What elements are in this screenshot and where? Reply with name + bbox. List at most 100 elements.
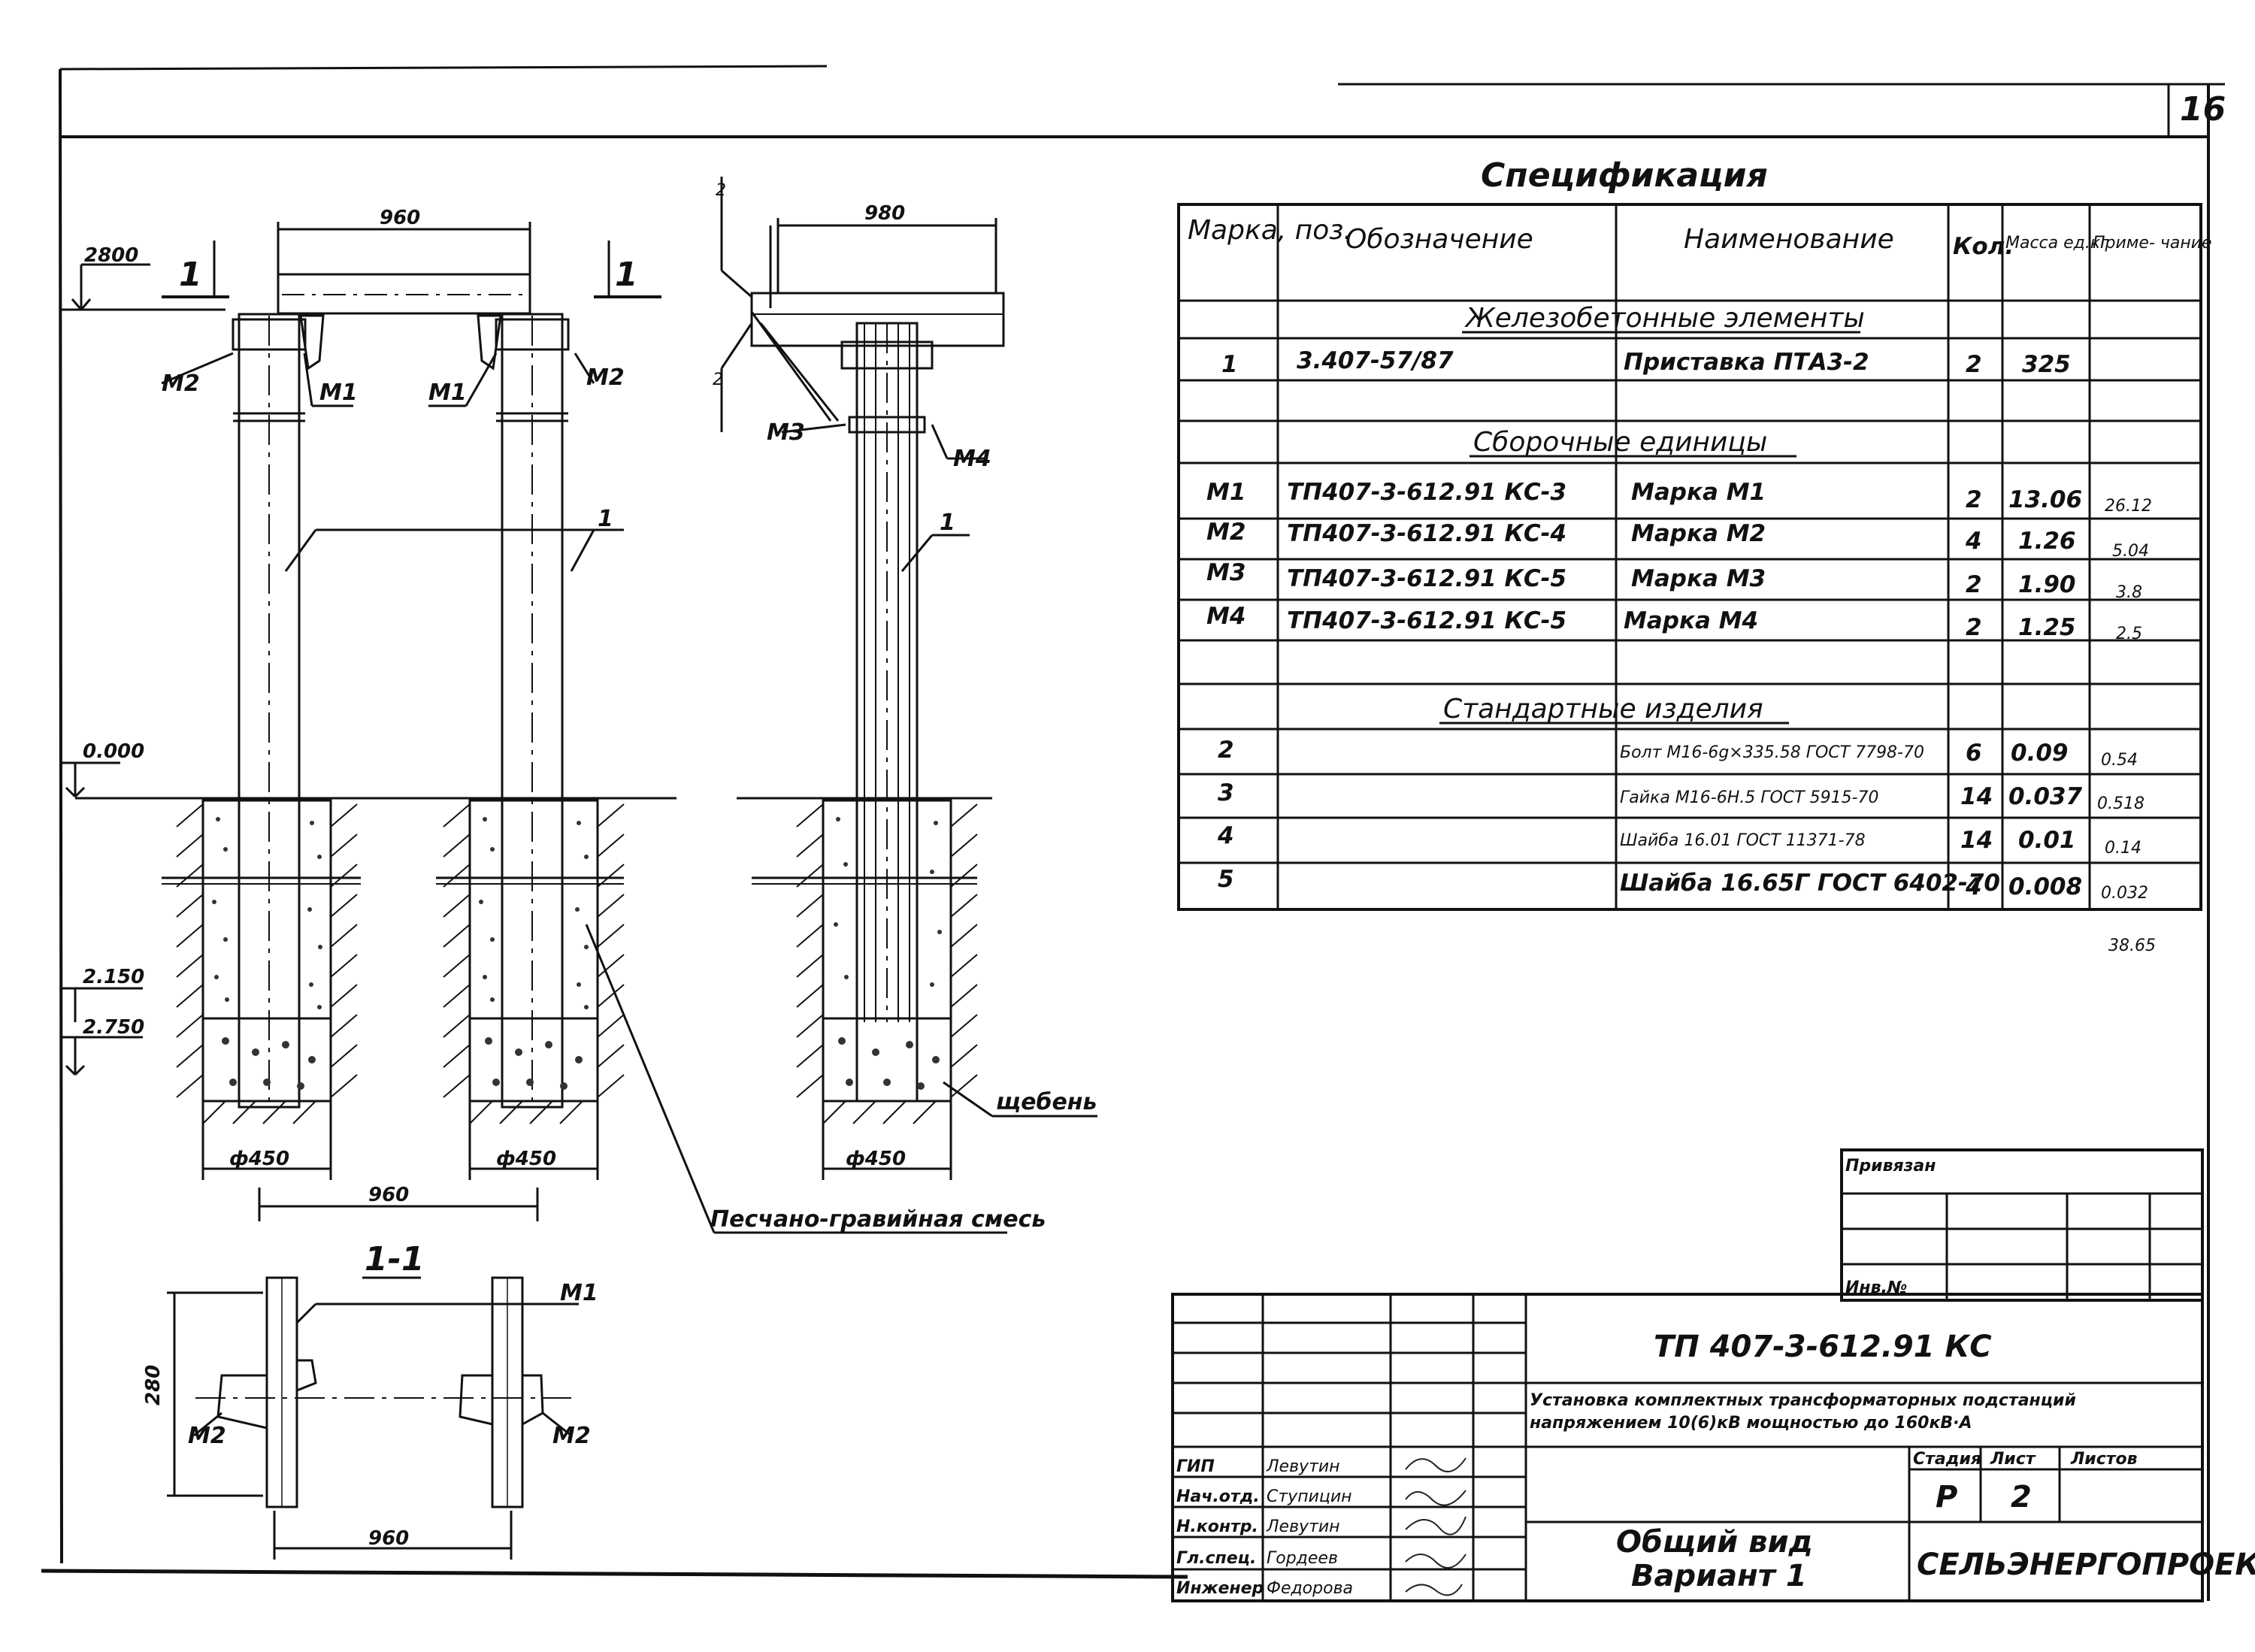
svg-text:0.032: 0.032 — [2101, 884, 2148, 903]
dim-top-span: 960 — [380, 207, 420, 229]
signature-scribbles — [1405, 1457, 1467, 1596]
svg-text:2: 2 — [1966, 571, 1982, 598]
svg-text:ТП407-3-612.91 КС-4: ТП407-3-612.91 КС-4 — [1287, 520, 1566, 547]
svg-text:М3: М3 — [1206, 559, 1246, 586]
section-title: 1-1 — [365, 1240, 425, 1278]
svg-text:14: 14 — [1960, 783, 1993, 810]
svg-text:ТП407-3-612.91 КС-3: ТП407-3-612.91 КС-3 — [1287, 479, 1566, 506]
svg-text:М1: М1 — [1206, 479, 1246, 506]
sheet-number: 16 — [2180, 90, 2226, 129]
table-row: М4 ТП407-3-612.91 КС-5 Марка М4 2 1.25 2… — [1206, 603, 2142, 643]
svg-text:Гайка М16-6Н.5 ГОСТ 5915-70: Гайка М16-6Н.5 ГОСТ 5915-70 — [1620, 788, 1879, 807]
level-l2: 2.750 — [83, 1016, 144, 1039]
level-l1: 2.150 — [83, 966, 144, 988]
svg-text:Левутин: Левутин — [1266, 1517, 1340, 1536]
svg-text:Федорова: Федорова — [1267, 1579, 1353, 1598]
svg-text:Гордеев: Гордеев — [1267, 1549, 1338, 1568]
stamp-signatures: ГИП Нач.отд. Н.контр. Гл.спец. Инженер Л… — [1176, 1457, 1353, 1598]
svg-text:Шайба 16.65Г ГОСТ 6402-70: Шайба 16.65Г ГОСТ 6402-70 — [1620, 870, 2000, 897]
stamp-inv: Инв.№ — [1845, 1278, 1907, 1297]
label-m1-left: М1 — [319, 380, 358, 406]
dim-side-tick-1: 2 — [716, 181, 726, 200]
svg-text:Марка М4: Марка М4 — [1624, 607, 1758, 634]
svg-text:Марка М3: Марка М3 — [1631, 565, 1766, 592]
svg-text:3.8: 3.8 — [2116, 583, 2142, 602]
level-top: 2800 — [84, 244, 138, 267]
dim-side-tick-2: 2 — [713, 371, 723, 389]
svg-text:3.407-57/87: 3.407-57/87 — [1297, 347, 1454, 374]
svg-text:Н.контр.: Н.контр. — [1176, 1517, 1258, 1536]
spec-header-note: Приме- чание — [2093, 234, 2212, 253]
table-row: 5 Шайба 16.65Г ГОСТ 6402-70 4 0.008 0.03… — [1218, 866, 2148, 903]
svg-text:0.09: 0.09 — [2011, 740, 2069, 767]
dim-plan-span: 960 — [368, 1527, 409, 1550]
svg-text:ТП407-3-612.91 КС-5: ТП407-3-612.91 КС-5 — [1287, 607, 1566, 634]
svg-text:Гл.спец.: Гл.спец. — [1176, 1549, 1256, 1568]
svg-text:ГИП: ГИП — [1176, 1457, 1215, 1476]
svg-text:2.5: 2.5 — [2116, 625, 2142, 643]
dim-dia-mid: ф450 — [496, 1148, 556, 1170]
spec-header-qty: Кол. — [1953, 233, 2014, 260]
stamp-sheets-label: Листов — [2070, 1450, 2138, 1469]
dim-bottom-span: 960 — [368, 1184, 409, 1206]
section-mark-left: 1 — [179, 256, 202, 294]
svg-text:4: 4 — [1965, 528, 1982, 555]
table-row: М1 ТП407-3-612.91 КС-3 Марка М1 2 13.06 … — [1206, 479, 2152, 516]
stamp-code: ТП 407-3-612.91 КС — [1654, 1330, 1992, 1364]
spec-header-mark: Марка, поз. — [1188, 215, 1352, 246]
stamp-stage-label: Стадия — [1913, 1450, 1981, 1469]
svg-text:Болт М16-6g×335.58 ГОСТ 7798-7: Болт М16-6g×335.58 ГОСТ 7798-70 — [1620, 743, 1924, 762]
table-row: 2 Болт М16-6g×335.58 ГОСТ 7798-70 6 0.09… — [1218, 737, 2138, 770]
table-row: 3 Гайка М16-6Н.5 ГОСТ 5915-70 14 0.037 0… — [1218, 779, 2145, 813]
label-m2-plan-right: М2 — [552, 1423, 591, 1449]
svg-text:4: 4 — [1217, 822, 1234, 849]
spec-section-title: Стандартные изделия — [1443, 694, 1763, 725]
sand-gravel-fill — [212, 817, 589, 1090]
svg-text:Ступицин: Ступицин — [1267, 1487, 1352, 1506]
spec-total: 38.65 — [2108, 936, 2156, 955]
stamp-privyazan: Привязан — [1845, 1157, 1936, 1175]
spec-table-grid — [1177, 203, 2202, 911]
table-row: 4 Шайба 16.01 ГОСТ 11371-78 14 0.01 0.14 — [1217, 822, 2141, 858]
svg-text:1.25: 1.25 — [2018, 614, 2076, 641]
svg-text:14: 14 — [1960, 827, 1993, 854]
svg-text:Шайба 16.01 ГОСТ 11371-78: Шайба 16.01 ГОСТ 11371-78 — [1620, 831, 1866, 850]
svg-text:ТП407-3-612.91 КС-5: ТП407-3-612.91 КС-5 — [1287, 565, 1566, 592]
spec-header-name: Наименование — [1684, 224, 1894, 255]
section-mark-right: 1 — [615, 256, 638, 294]
svg-text:5: 5 — [1218, 866, 1234, 893]
spec-header-designation: Обозначение — [1345, 224, 1533, 255]
stamp-sheet: 2 — [2011, 1480, 2032, 1514]
svg-text:1.90: 1.90 — [2018, 571, 2076, 598]
label-sand-mix: Песчано-гравийная смесь — [710, 1206, 1046, 1233]
spec-section-title: Железобетонные элементы — [1464, 303, 1865, 334]
spec-section-title: Сборочные единицы — [1473, 427, 1767, 458]
label-pos1-front: 1 — [598, 506, 613, 532]
svg-text:2: 2 — [1966, 351, 1982, 378]
table-row: М3 ТП407-3-612.91 КС-5 Марка М3 2 1.90 3… — [1206, 559, 2142, 602]
svg-text:0.008: 0.008 — [2008, 873, 2082, 900]
svg-text:3: 3 — [1218, 779, 1234, 806]
sheet-frame — [41, 65, 2225, 1601]
label-m1-plan: М1 — [560, 1280, 598, 1306]
level-ground: 0.000 — [83, 740, 144, 763]
svg-text:Приставка ПТА3-2: Приставка ПТА3-2 — [1624, 349, 1869, 376]
dim-plan-height: 280 — [142, 1365, 165, 1405]
svg-text:4: 4 — [1965, 873, 1982, 900]
label-m2-plan-left: М2 — [188, 1423, 226, 1449]
svg-text:Инженер: Инженер — [1176, 1579, 1264, 1598]
svg-text:М2: М2 — [1206, 519, 1246, 546]
svg-text:Левутин: Левутин — [1266, 1457, 1340, 1476]
svg-text:2: 2 — [1966, 486, 1982, 513]
label-m4: М4 — [953, 446, 991, 472]
dim-dia-right: ф450 — [846, 1148, 906, 1170]
label-m3: М3 — [767, 419, 805, 446]
section-plan — [167, 1276, 579, 1560]
svg-text:26.12: 26.12 — [2105, 497, 2152, 516]
svg-text:0.14: 0.14 — [2105, 839, 2141, 858]
label-m1-right: М1 — [428, 380, 467, 406]
svg-text:2: 2 — [1218, 737, 1234, 764]
spec-title: Спецификация — [1481, 156, 1768, 195]
stamp-description-1: Установка комплектных трансформаторных п… — [1530, 1391, 2076, 1410]
